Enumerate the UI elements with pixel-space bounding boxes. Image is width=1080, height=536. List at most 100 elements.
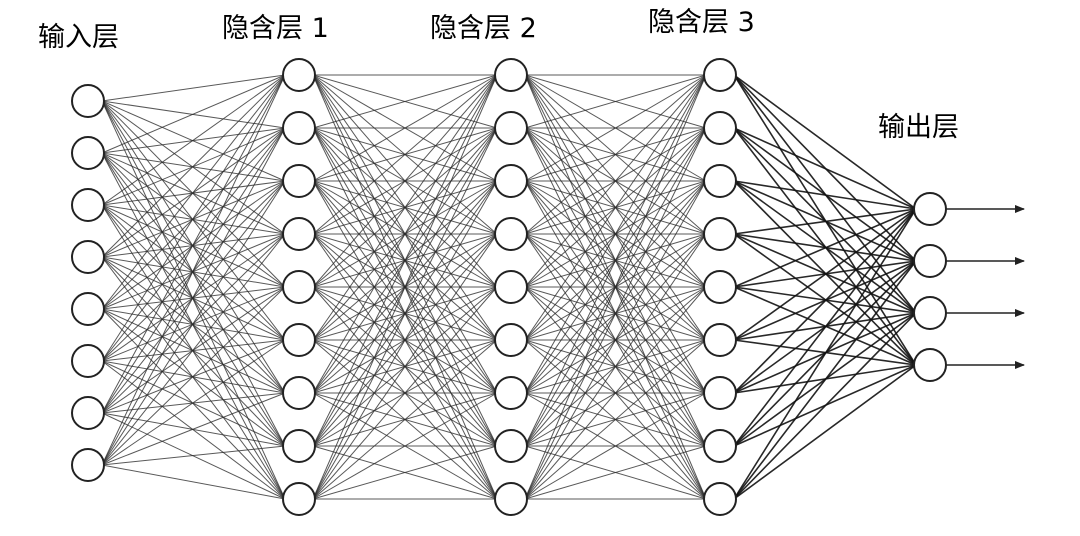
connection-line <box>101 233 286 466</box>
neuron-input-6 <box>71 344 105 378</box>
connection-line <box>312 74 498 129</box>
layer-title-hidden-3: 隐含层 3 <box>648 7 755 38</box>
neuron-hidden3-3 <box>703 164 737 198</box>
neuron-input-2 <box>71 136 105 170</box>
connection-line <box>524 286 707 500</box>
neuron-hidden2-8 <box>494 429 528 463</box>
neuron-input-5 <box>71 292 105 326</box>
neuron-output-4 <box>913 348 947 382</box>
connection-line <box>101 74 286 154</box>
connection-line <box>312 74 498 394</box>
neuron-input-3 <box>71 188 105 222</box>
neuron-output-1 <box>913 192 947 226</box>
connection-line <box>101 180 286 466</box>
connection-line <box>733 208 917 288</box>
connection-line <box>312 74 498 447</box>
connection-line <box>733 74 917 210</box>
connection-line <box>733 260 917 500</box>
neuron-hidden3-4 <box>703 217 737 251</box>
neuron-hidden1-6 <box>282 323 316 357</box>
neuron-hidden3-9 <box>703 482 737 516</box>
connection-line <box>101 339 286 466</box>
connection-line <box>101 127 286 466</box>
connection-line <box>524 74 707 447</box>
neuron-hidden3-5 <box>703 270 737 304</box>
connection-line <box>733 208 917 394</box>
connection-line <box>312 74 498 182</box>
connection-line <box>312 74 498 500</box>
connection-line <box>101 392 286 466</box>
connection-line <box>312 286 498 500</box>
neuron-hidden3-6 <box>703 323 737 357</box>
connection-line <box>733 127 917 210</box>
connection-line <box>101 74 286 414</box>
connection-line <box>101 74 286 310</box>
connections-group <box>101 74 917 500</box>
connection-line <box>101 464 286 500</box>
output-arrows-group <box>946 205 1025 369</box>
connection-line <box>524 74 707 288</box>
neuron-hidden2-4 <box>494 217 528 251</box>
connection-line <box>312 392 498 500</box>
connection-line <box>524 233 707 500</box>
layer-title-hidden-1: 隐含层 1 <box>222 13 329 44</box>
connection-line <box>101 74 286 362</box>
connection-line <box>733 312 917 500</box>
connection-line <box>733 364 917 500</box>
connection-line <box>524 74 707 129</box>
neuron-hidden2-2 <box>494 111 528 145</box>
connection-line <box>101 74 286 466</box>
connection-line <box>524 180 707 500</box>
connection-line <box>312 445 498 500</box>
neuron-hidden1-1 <box>282 58 316 92</box>
connection-line <box>733 208 917 500</box>
neuron-hidden3-1 <box>703 58 737 92</box>
layer-title-input: 输入层 <box>38 22 119 53</box>
connection-line <box>524 392 707 500</box>
connection-line <box>101 74 286 102</box>
connection-line <box>312 74 498 288</box>
connection-line <box>101 445 286 466</box>
connection-line <box>524 445 707 500</box>
connection-line <box>524 127 707 500</box>
neuron-hidden1-2 <box>282 111 316 145</box>
connection-line <box>524 74 707 341</box>
neuron-input-8 <box>71 448 105 482</box>
neuron-hidden2-5 <box>494 270 528 304</box>
connection-line <box>312 233 498 500</box>
connection-line <box>101 74 286 206</box>
neuron-hidden1-8 <box>282 429 316 463</box>
connection-line <box>312 180 498 500</box>
neuron-hidden2-9 <box>494 482 528 516</box>
connection-line <box>524 74 707 394</box>
connection-line <box>312 339 498 500</box>
neuron-input-1 <box>71 84 105 118</box>
neuron-hidden3-7 <box>703 376 737 410</box>
neuron-output-3 <box>913 296 947 330</box>
connection-line <box>101 74 286 258</box>
neurons-group <box>71 58 947 516</box>
connection-line <box>733 208 917 447</box>
connection-line <box>733 208 917 235</box>
connection-line <box>312 74 498 235</box>
neuron-hidden1-7 <box>282 376 316 410</box>
connection-line <box>101 286 286 466</box>
neuron-hidden1-4 <box>282 217 316 251</box>
neuron-input-4 <box>71 240 105 274</box>
connection-line <box>524 74 707 182</box>
neuron-hidden2-6 <box>494 323 528 357</box>
connection-line <box>733 180 917 210</box>
connection-line <box>733 208 917 341</box>
neuron-hidden2-7 <box>494 376 528 410</box>
connection-line <box>312 127 498 500</box>
neuron-hidden3-8 <box>703 429 737 463</box>
neuron-output-2 <box>913 244 947 278</box>
connection-line <box>524 74 707 500</box>
connection-line <box>312 74 498 341</box>
neuron-hidden2-3 <box>494 164 528 198</box>
neuron-hidden1-5 <box>282 270 316 304</box>
neuron-input-7 <box>71 396 105 430</box>
connection-line <box>524 74 707 235</box>
neuron-hidden2-1 <box>494 58 528 92</box>
